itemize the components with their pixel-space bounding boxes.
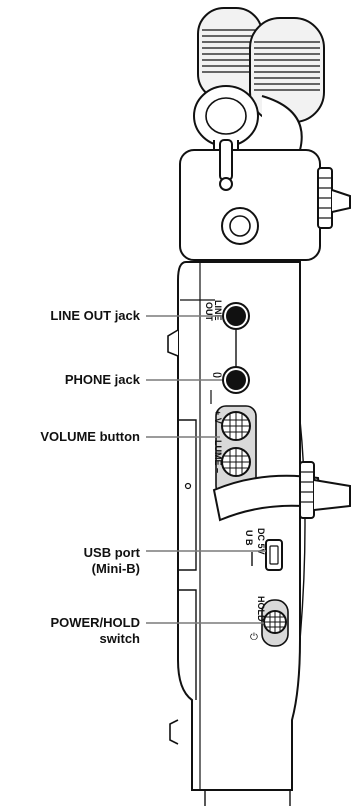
cable-jack-top — [219, 139, 233, 181]
line-out-print-2: OUT — [204, 302, 214, 322]
dc-print: DC 5V — [256, 528, 266, 555]
usb-print: U B — [244, 530, 254, 546]
volume-label: VOLUME button — [40, 429, 140, 444]
line-out-jack[interactable] — [226, 306, 246, 326]
microphone-capsules — [193, 7, 325, 178]
lower-knob-stem — [313, 479, 351, 511]
volume-callout: VOLUME button — [40, 429, 140, 445]
main-body-outline — [177, 261, 301, 791]
usb-port-inner — [269, 545, 279, 565]
volume-rest-print: LUME – — [213, 440, 223, 473]
side-notch-1 — [167, 329, 179, 357]
power-hold-texture — [265, 611, 285, 633]
line-out-print-1: LINE — [213, 300, 223, 321]
cable-jack-top-hole — [219, 177, 233, 191]
volume-down-texture — [222, 448, 250, 476]
right-mic-capsule — [249, 17, 325, 123]
upper-knob-stem — [331, 189, 351, 213]
usb-callout: USB port (Mini-B) — [84, 545, 140, 577]
phone-callout: PHONE jack — [65, 372, 140, 388]
screw-hole — [184, 482, 192, 490]
phone-symbol-print: () — [213, 372, 223, 378]
main-body — [167, 261, 306, 806]
volume-plus-print: + V — [213, 410, 223, 424]
usb-label-line1: USB port — [83, 545, 140, 560]
left-mic-grille — [202, 29, 258, 73]
right-edge-bulge — [299, 419, 306, 641]
usb-label-line2: (Mini-B) — [91, 561, 140, 576]
power-label-line2: switch — [99, 631, 140, 646]
volume-up-texture — [222, 412, 250, 440]
upper-body — [179, 139, 351, 261]
left-mic-mount-inner — [205, 97, 247, 135]
battery-cover-edge — [178, 419, 197, 571]
line-out-callout: LINE OUT jack — [50, 308, 140, 324]
upper-body-shell — [179, 149, 321, 261]
right-mic-grille — [254, 41, 320, 91]
line-out-label: LINE OUT jack — [50, 308, 140, 323]
power-callout: POWER/HOLD switch — [50, 615, 140, 647]
lower-knob — [299, 461, 315, 519]
power-icon: ⏻ — [250, 632, 258, 643]
side-notch-2 — [169, 719, 179, 745]
phone-jack[interactable] — [226, 370, 246, 390]
mount-screw-inner — [229, 215, 251, 237]
phone-label: PHONE jack — [64, 372, 140, 387]
lower-panel — [178, 589, 197, 700]
callout-lines — [146, 315, 266, 624]
hold-print: HOLD — [256, 596, 266, 622]
power-label-line1: POWER/HOLD — [50, 615, 140, 630]
